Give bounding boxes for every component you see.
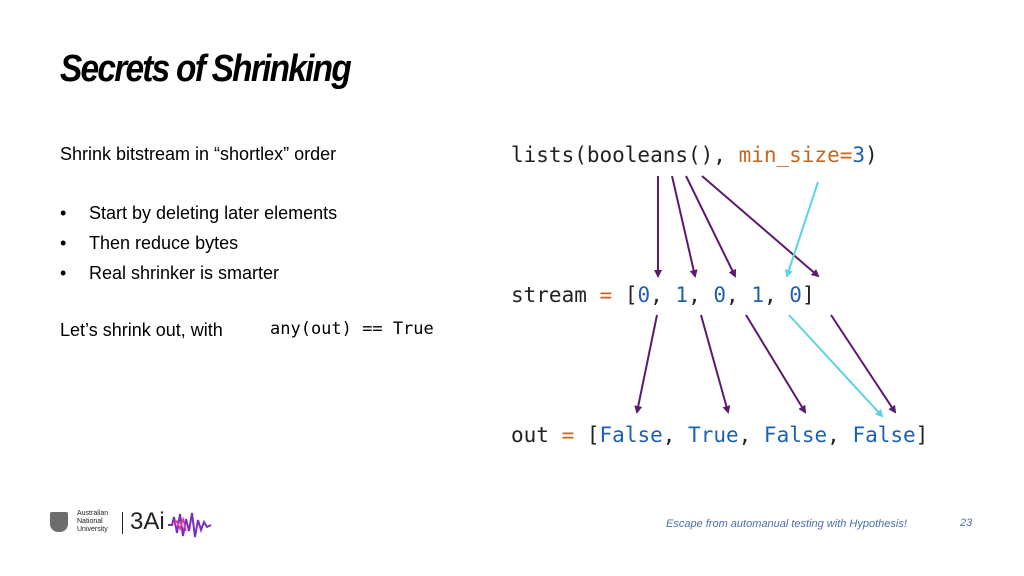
3ai-wave-icon bbox=[168, 512, 212, 538]
code-lhs: stream bbox=[511, 283, 600, 307]
arrow-lists-to-stream bbox=[671, 175, 698, 278]
out-value: False bbox=[599, 423, 663, 447]
code-close: ] bbox=[915, 423, 929, 447]
arrow-lists-to-stream bbox=[685, 175, 736, 278]
3ai-logo-text: 3Ai bbox=[130, 508, 165, 535]
page-number: 23 bbox=[960, 517, 973, 529]
code-sep: , bbox=[827, 423, 853, 447]
logo-divider bbox=[122, 512, 123, 534]
slide-title: Secrets of Shrinking bbox=[60, 48, 352, 90]
code-eq: = bbox=[839, 143, 853, 167]
code-sep: , bbox=[726, 283, 752, 307]
code-sep: , bbox=[650, 283, 676, 307]
code-open: [ bbox=[612, 283, 638, 307]
arrow-stream-to-out bbox=[745, 314, 807, 414]
footer-logos: Australian National University 3Ai bbox=[50, 508, 220, 540]
code-open: [ bbox=[574, 423, 600, 447]
stream-value: 0 bbox=[637, 283, 651, 307]
code-eq: = bbox=[599, 283, 613, 307]
code-close: ) bbox=[865, 143, 878, 167]
out-value: False bbox=[852, 423, 916, 447]
out-value: True bbox=[688, 423, 739, 447]
code-sep: , bbox=[662, 423, 689, 447]
footer-talk-title: Escape from automanual testing with Hypo… bbox=[666, 518, 907, 530]
intro-text: Shrink bitstream in “shortlex” order bbox=[60, 144, 337, 164]
code-kwarg: min_size bbox=[738, 143, 840, 167]
code-sep: , bbox=[763, 283, 790, 307]
code-func: lists(booleans(), bbox=[511, 143, 739, 167]
bullet-text: Start by deleting later elements bbox=[89, 203, 338, 223]
code-line-lists: lists(booleans(), min_size=3) bbox=[511, 143, 878, 167]
shrink-prefix: Let’s shrink out, with bbox=[60, 320, 223, 340]
code-sep: , bbox=[738, 423, 764, 447]
out-value: False bbox=[763, 423, 828, 447]
code-line-out: out = [False, True, False, False] bbox=[511, 423, 928, 447]
stream-value: 0 bbox=[713, 283, 727, 307]
shrink-code: any(out) == True bbox=[270, 319, 434, 339]
arrow-stream-to-out-cyan bbox=[788, 314, 884, 418]
code-sep: , bbox=[688, 283, 714, 307]
arrow-minsize-to-stream bbox=[785, 181, 819, 278]
code-close: ] bbox=[801, 283, 815, 307]
bullet-glyph: • bbox=[60, 233, 67, 253]
bullet-glyph: • bbox=[60, 263, 67, 283]
anu-crest-icon bbox=[50, 512, 68, 532]
arrow-stream-to-out bbox=[830, 314, 897, 414]
code-eq: = bbox=[561, 423, 575, 447]
code-line-stream: stream = [0, 1, 0, 1, 0] bbox=[511, 283, 815, 307]
stream-value: 1 bbox=[751, 283, 764, 307]
bullet-text: Then reduce bytes bbox=[89, 233, 239, 253]
bullet-text: Real shrinker is smarter bbox=[89, 263, 280, 283]
code-num: 3 bbox=[852, 143, 866, 167]
arrow-lists-to-stream bbox=[701, 175, 820, 278]
anu-logo-text: Australian National University bbox=[77, 510, 109, 533]
arrow-stream-to-out bbox=[634, 314, 658, 414]
arrow-stream-to-out bbox=[700, 314, 731, 414]
stream-value: 1 bbox=[675, 283, 689, 307]
code-lhs: out bbox=[511, 423, 562, 447]
bullet-glyph: • bbox=[60, 203, 67, 223]
stream-value: 0 bbox=[789, 283, 802, 307]
